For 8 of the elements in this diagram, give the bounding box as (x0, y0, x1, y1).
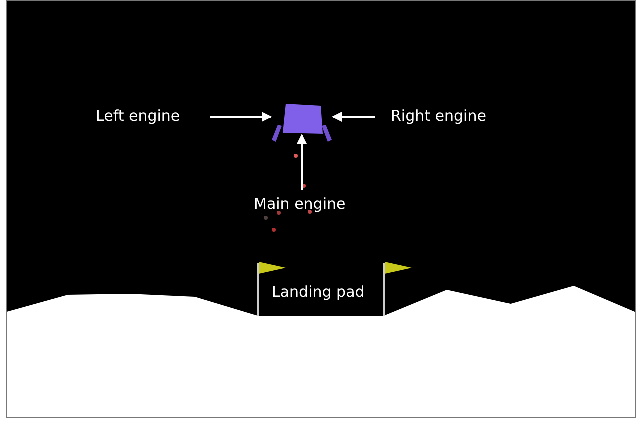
engine-label: Main engine (254, 195, 356, 213)
arrow (332, 112, 375, 122)
engine-label: Left engine (96, 107, 190, 125)
arrow (210, 112, 272, 122)
lander-drawing (271, 103, 333, 143)
arrow (297, 134, 307, 190)
engine-label: Right engine (391, 107, 497, 125)
pad-label: Landing pad (272, 283, 365, 301)
